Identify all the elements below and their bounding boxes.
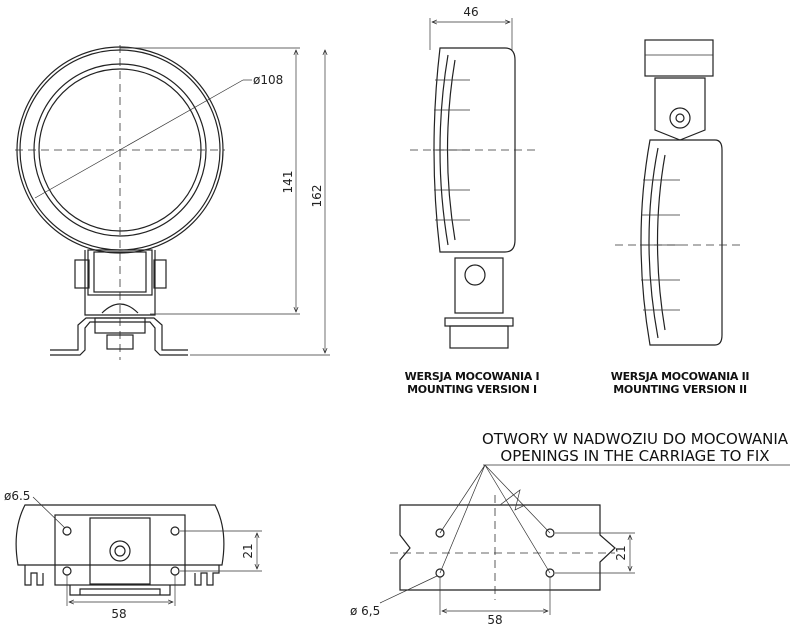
openings-height-label: 21 bbox=[614, 545, 628, 560]
openings-hole-label: ø 6,5 bbox=[350, 604, 380, 618]
openings-title-en: OPENINGS IN THE CARRIAGE TO FIX bbox=[500, 447, 769, 465]
caption-en-1: MOUNTING VERSION I bbox=[407, 383, 537, 396]
height-162-label: 162 bbox=[310, 185, 324, 208]
mounting-openings-view: OTWORY W NADWOZIU DO MOCOWANIA OPENINGS … bbox=[350, 430, 790, 627]
diameter-label: ø108 bbox=[253, 73, 283, 87]
caption-pl-2: WERSJA MOCOWANIA II bbox=[611, 370, 750, 383]
openings-width-label: 58 bbox=[487, 613, 502, 627]
bottom-view: ø6.5 21 58 bbox=[4, 489, 262, 621]
openings-title-pl: OTWORY W NADWOZIU DO MOCOWANIA bbox=[482, 430, 789, 448]
hole-label: ø6.5 bbox=[4, 489, 30, 503]
height-141-label: 141 bbox=[281, 171, 295, 194]
width-58-label: 58 bbox=[111, 607, 126, 621]
side-view-mounting-2: WERSJA MOCOWANIA II MOUNTING VERSION II bbox=[611, 39, 750, 396]
side-view-mounting-1: 46 WERSJA MOCOWANIA I MOUNTING VERSION I bbox=[405, 5, 540, 396]
caption-pl-1: WERSJA MOCOWANIA I bbox=[405, 370, 540, 383]
width-46-label: 46 bbox=[463, 5, 478, 19]
height-21-label: 21 bbox=[241, 543, 255, 558]
front-view: ø108 141 162 bbox=[15, 45, 330, 360]
caption-en-2: MOUNTING VERSION II bbox=[613, 383, 747, 396]
